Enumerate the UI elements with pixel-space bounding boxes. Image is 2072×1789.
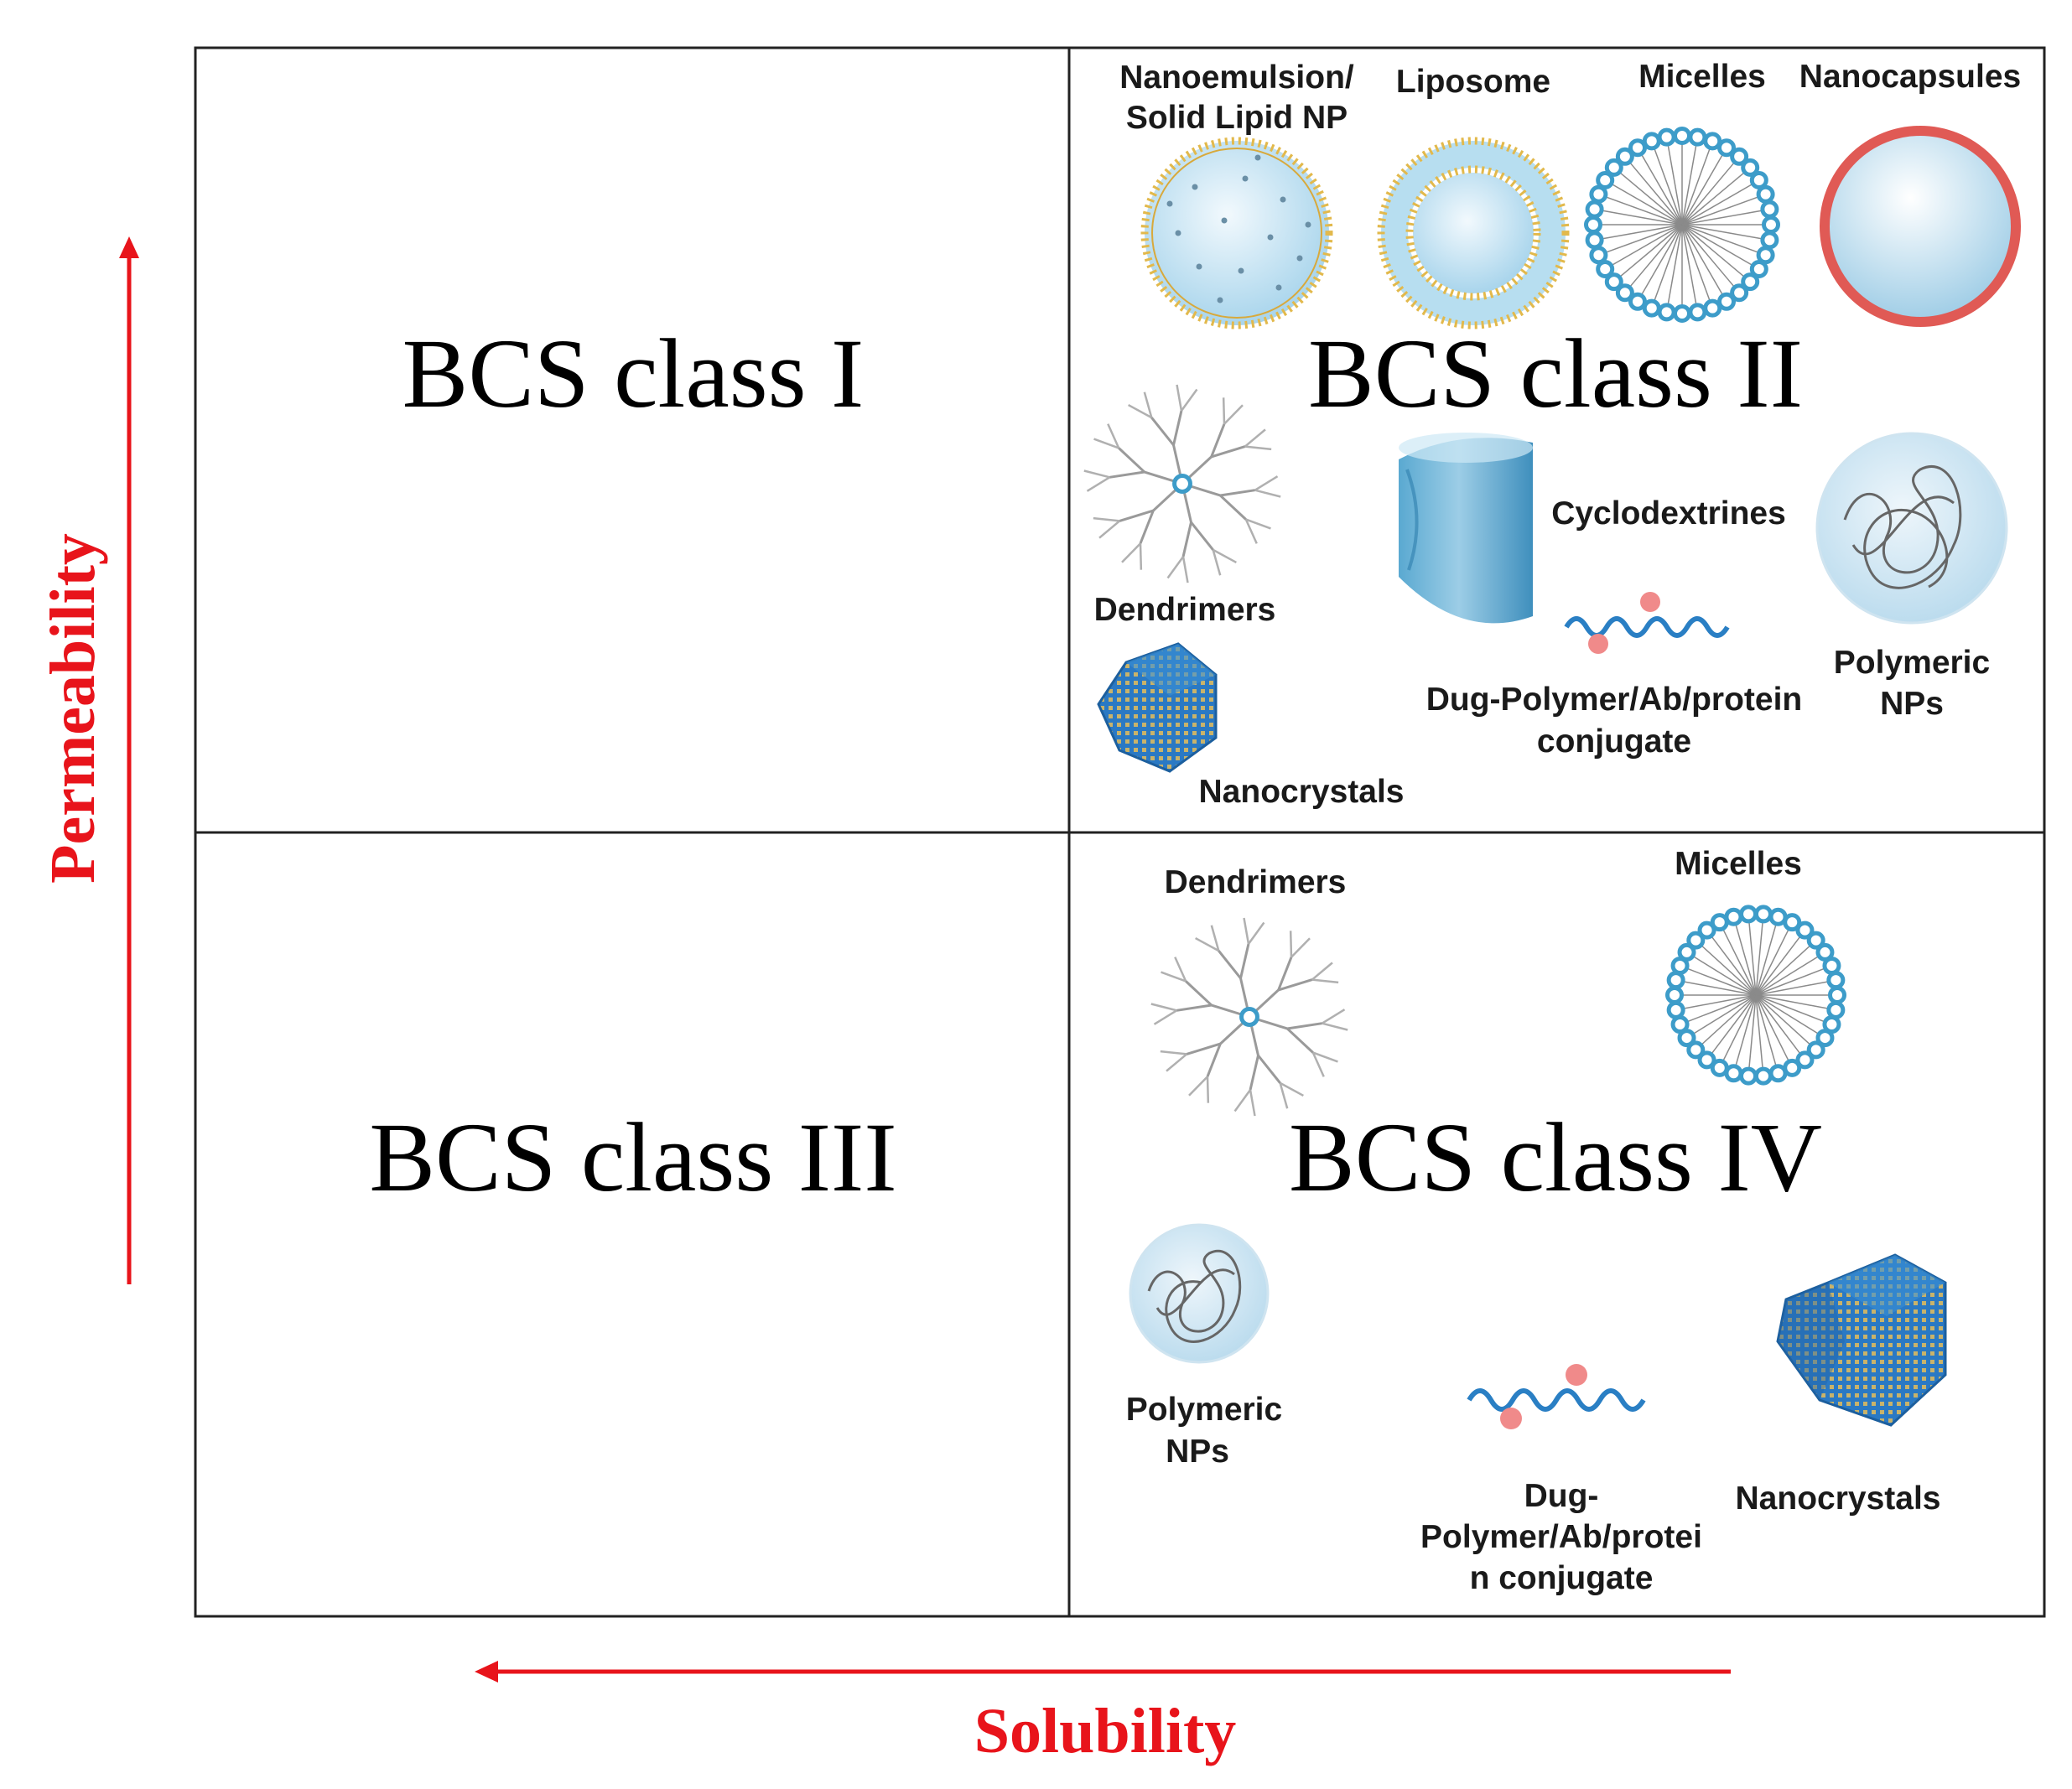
dendrimers-label: Dendrimers: [1165, 864, 1347, 900]
class-4-carriers: Dendrimers Micelles Polymeric NPs Dug- P…: [1126, 846, 1947, 1596]
micelles-label: Micelles: [1638, 59, 1766, 95]
quadrant-grid: [194, 46, 2046, 1618]
class-1-label: BCS class I: [402, 319, 865, 428]
nanocapsules-icon: [1820, 126, 2021, 327]
cyclodextrines-label: Cyclodextrines: [1551, 495, 1786, 532]
cyclodextrin-icon: [1399, 433, 1533, 624]
nanocrystals-label: Nanocrystals: [1199, 774, 1405, 810]
solubility-arrowhead: [475, 1661, 498, 1683]
class-2-label: BCS class II: [1308, 319, 1803, 428]
conjugate-label-line2: conjugate: [1537, 723, 1691, 760]
conjugate-label-line2: Polymer/Ab/protei: [1420, 1519, 1702, 1555]
polymeric-np-icon: [1129, 1223, 1270, 1364]
liposome-label: Liposome: [1396, 64, 1550, 100]
nanoemulsion-label: Nanoemulsion/: [1119, 60, 1354, 96]
permeability-label: Permeability: [38, 533, 108, 884]
conjugate-label-line3: n conjugate: [1470, 1560, 1654, 1596]
dendrimers-label: Dendrimers: [1094, 592, 1276, 628]
dendrimer-icon: [1083, 384, 1281, 583]
class-4-label: BCS class IV: [1289, 1102, 1822, 1212]
liposome-icon: [1377, 137, 1570, 329]
solubility-axis: Solubility: [475, 1661, 1731, 1766]
polymeric-nps-label-line2: NPs: [1880, 686, 1944, 722]
solubility-label: Solubility: [974, 1696, 1237, 1766]
polymeric-nps-label-line2: NPs: [1166, 1434, 1229, 1470]
polymeric-nps-label: Polymeric: [1126, 1392, 1282, 1428]
nanocapsules-label: Nanocapsules: [1799, 59, 2021, 95]
polymeric-nps-label: Polymeric: [1834, 645, 1990, 681]
conjugate-label: Dug-Polymer/Ab/protein: [1426, 682, 1803, 718]
nanocrystal-icon: [1776, 1253, 1947, 1427]
nanocrystal-icon: [1097, 642, 1218, 773]
class-2-carriers: Nanoemulsion/ Solid Lipid NP Liposome Mi…: [1083, 59, 2021, 810]
nanocrystals-label: Nanocrystals: [1736, 1480, 1941, 1517]
class-3-label: BCS class III: [369, 1102, 896, 1212]
permeability-axis: Permeability: [38, 236, 139, 1284]
micelles-icon: [1584, 127, 1780, 323]
polymeric-np-icon: [1815, 432, 2008, 625]
conjugate-icon: [1467, 1364, 1646, 1429]
micelles-icon: [1665, 905, 1846, 1086]
micelles-label: Micelles: [1675, 846, 1802, 882]
conjugate-icon: [1564, 592, 1730, 654]
nanoemulsion-icon: [1140, 137, 1333, 329]
dendrimer-icon: [1150, 917, 1348, 1117]
nanoemulsion-label-line2: Solid Lipid NP: [1126, 100, 1348, 136]
permeability-arrowhead: [119, 236, 139, 258]
conjugate-label: Dug-: [1524, 1478, 1599, 1514]
